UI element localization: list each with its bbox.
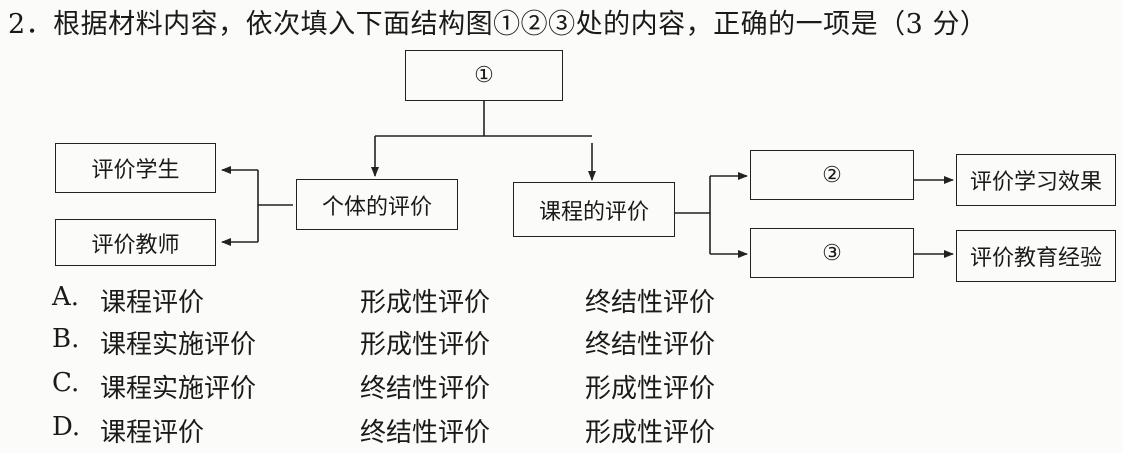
- course-eval-box: 课程的评价: [513, 182, 675, 237]
- individual-eval-box: 个体的评价: [296, 179, 458, 230]
- learning-effect-label: 评价学习效果: [969, 170, 1102, 195]
- option-c[interactable]: C. 课程实施评价 终结性评价 形成性评价: [0, 368, 1123, 404]
- blank-2-box: ②: [750, 150, 914, 200]
- option-letter: D.: [52, 412, 81, 442]
- option-answer-1: 课程评价: [100, 418, 205, 448]
- course-eval-label: 课程的评价: [538, 199, 649, 225]
- learning-effect-box: 评价学习效果: [956, 154, 1116, 206]
- question-text: 2．根据材料内容，依次填入下面结构图①②③处的内容，正确的一项是（3 分）: [8, 9, 988, 40]
- blank-3-box: ③: [750, 228, 914, 278]
- evaluate-students-box: 评价学生: [55, 143, 216, 193]
- option-letter: A.: [52, 282, 80, 312]
- option-answer-2: 形成性评价: [360, 288, 491, 318]
- root-box: ①: [405, 50, 563, 101]
- option-answer-3: 终结性评价: [585, 288, 716, 318]
- evaluate-teachers-box: 评价教师: [55, 219, 216, 266]
- individual-eval-label: 个体的评价: [321, 194, 432, 220]
- evaluate-students-label: 评价学生: [91, 158, 180, 183]
- root-label: ①: [474, 63, 494, 88]
- option-letter: C.: [52, 368, 80, 398]
- blank-2-label: ②: [822, 162, 842, 188]
- option-a[interactable]: A. 课程评价 形成性评价 终结性评价: [0, 282, 1123, 318]
- evaluate-teachers-label: 评价教师: [91, 232, 180, 258]
- teaching-experience-box: 评价教育经验: [956, 230, 1116, 282]
- option-answer-2: 终结性评价: [360, 374, 491, 404]
- option-answer-3: 形成性评价: [585, 418, 716, 448]
- option-answer-3: 终结性评价: [585, 330, 716, 360]
- option-answer-1: 课程实施评价: [100, 374, 257, 404]
- option-answer-2: 终结性评价: [360, 418, 491, 448]
- blank-3-label: ③: [822, 240, 842, 266]
- option-d[interactable]: D. 课程评价 终结性评价 形成性评价: [0, 412, 1123, 448]
- option-answer-2: 形成性评价: [360, 330, 491, 360]
- option-letter: B.: [52, 324, 80, 354]
- teaching-experience-label: 评价教育经验: [969, 246, 1102, 271]
- option-answer-1: 课程实施评价: [100, 330, 257, 360]
- option-b[interactable]: B. 课程实施评价 形成性评价 终结性评价: [0, 324, 1123, 360]
- option-answer-3: 形成性评价: [585, 374, 716, 404]
- option-answer-1: 课程评价: [100, 288, 205, 318]
